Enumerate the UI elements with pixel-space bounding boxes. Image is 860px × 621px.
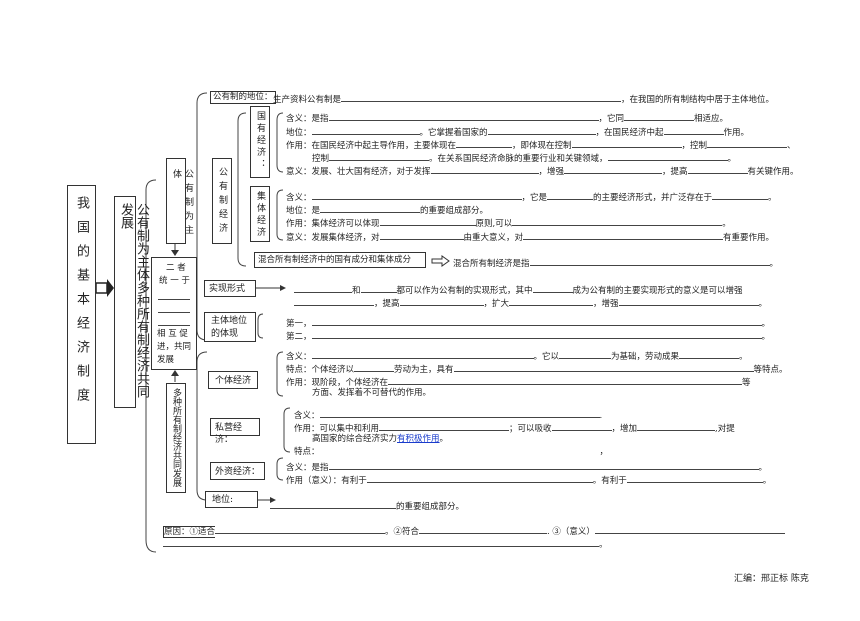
mixed-box: 混合所有制经济中的国有成分和集体成分	[254, 252, 426, 268]
mixed-line: 混合所有制经济是指。	[453, 256, 778, 270]
position-label: 地位:	[205, 491, 258, 508]
coll-line-2: 地位：是的重要组成部分。	[286, 203, 488, 217]
realize-line-2: ，提高，扩大，增强。	[294, 296, 767, 310]
state-line-1: 含义：是指，它同相适应。	[286, 111, 728, 125]
indiv-label: 个体经济	[208, 371, 258, 389]
public-subject-box: 公有制为主体	[166, 158, 193, 244]
subject-line-1: 第一，。	[286, 316, 770, 330]
multi-own-box: 多种所有制经济共同发展	[166, 383, 186, 493]
status-line: 生产资料公有制是，在我国的所有制结构中居于主体地位。	[273, 92, 774, 106]
subject-line-2: 第二，。	[286, 329, 770, 343]
foreign-label: 外资经济：	[210, 462, 265, 480]
realize-line-1: 和都可以作为公有制的实现形式，其中成为公有制的主要实现形式的意义是可以增强	[294, 283, 743, 297]
private-line-2: 作用：可以集中和利用；可以吸收，增加,对提	[294, 421, 735, 435]
state-line-5: 意义：发展、壮大国有经济，对于发挥，增强，提高有关键作用。	[286, 164, 799, 178]
position-line: 的重要组成部分。	[270, 499, 464, 513]
state-line-2: 地位：。它掌握着国家的，在国民经济中起作用。	[286, 125, 749, 139]
collective-box: 集体经济	[250, 186, 270, 242]
theme-box: 公有制为主体多种所有制经济共同发展	[114, 196, 149, 408]
reason-line-2: 。	[163, 537, 608, 551]
indiv-line-2: 特点：个体经济以劳动为主，具有等特点。	[286, 362, 788, 376]
footer-credit: 汇编：邢正标 陈克	[734, 574, 809, 584]
private-label: 私营经济：	[210, 418, 260, 445]
coll-line-4: 意义：发展集体经济，对由重大意义，对有重要作用。	[286, 230, 774, 244]
relation-box: 二 者 统 一 于 相 互 促 进，共同 发展	[151, 257, 197, 370]
private-line-4: 特点：，	[294, 447, 609, 457]
private-line-1: 含义：.	[294, 408, 602, 422]
title-box: 我国的基本经济制度	[67, 185, 96, 444]
indiv-line-1: 含义：。它以为基础，劳动成果。	[286, 349, 748, 363]
indiv-line-3: 作用：现阶段，个体经济在等	[286, 375, 751, 389]
status-label: 公有制的地位：	[210, 91, 276, 104]
theme-text: 公有制为主体多种所有制经济共同发展	[118, 203, 149, 398]
private-line-3: 高国家的综合经济实力有积极作用。	[312, 434, 449, 444]
realize-label: 实现形式	[204, 280, 256, 297]
subject-label: 主体地位的体现	[204, 312, 256, 342]
title-text: 我国的基本经济制度	[74, 196, 89, 412]
coll-line-3: 作用：集体经济可以体现原则,可以。	[286, 216, 731, 230]
foreign-line-1: 含义：是指。	[286, 460, 767, 474]
indiv-line-4: 方面、发挥着不可替代的作用。	[312, 388, 432, 398]
foreign-line-2: 作用（意义）：有利于。有利于。	[286, 473, 771, 487]
coll-line-1: 含义：，它是的主要经济形式，并广泛存在于。	[286, 190, 777, 204]
public-econ-box: 公有制经济	[212, 158, 232, 244]
state-owned-box: 国有经济：	[250, 106, 270, 178]
reason-line-1: 原因：①适合。②符合. ③（意义）	[163, 524, 785, 538]
state-line-4: 控制。在关系国民经济命脉的重要行业和关键领域，。	[312, 151, 736, 165]
state-line-3: 作用：在国民经济中起主导作用，主要体现在，即体现在控制，控制、	[286, 138, 796, 152]
